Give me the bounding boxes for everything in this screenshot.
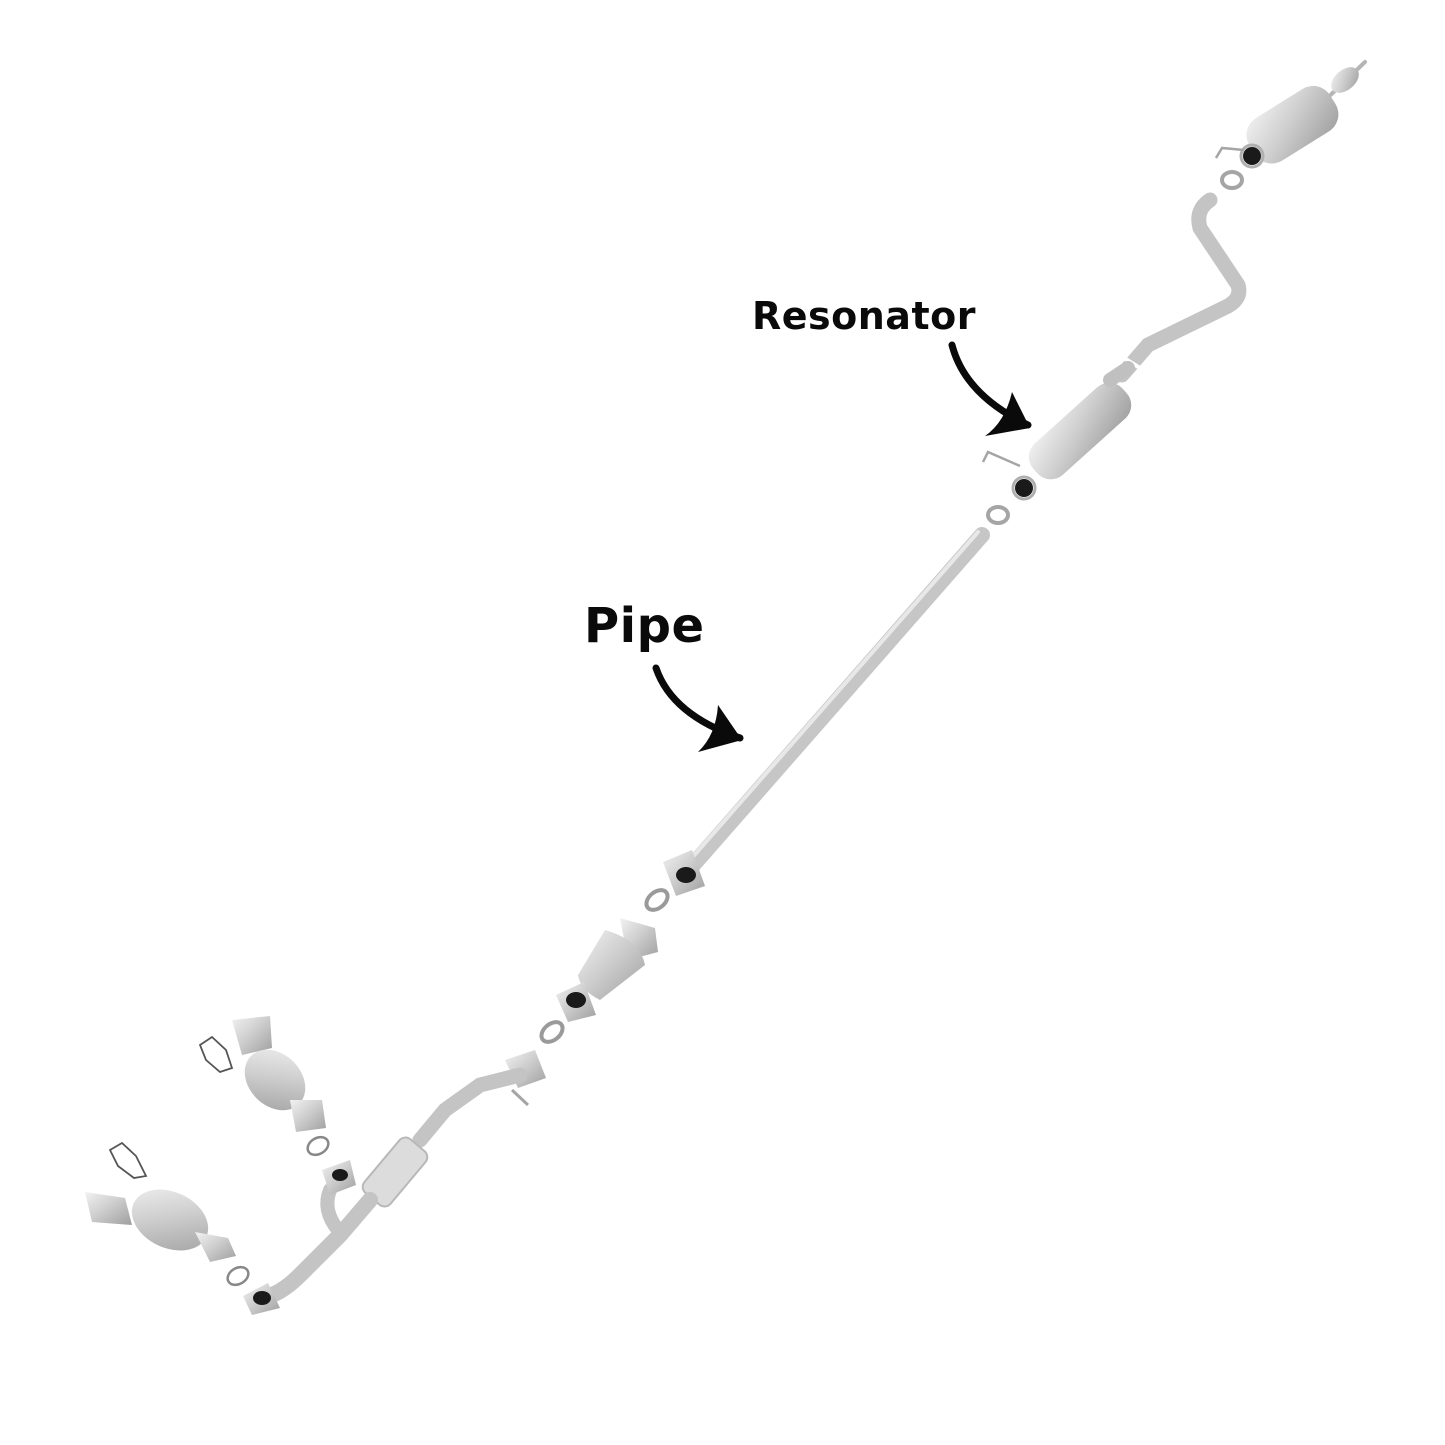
rear-bent-pipe xyxy=(1114,192,1247,383)
catalytic-converter xyxy=(556,918,658,1022)
flange-gasket-upper xyxy=(644,888,670,912)
pipe-arrow xyxy=(652,664,744,752)
resonator-arrow xyxy=(948,341,1032,436)
manifold-converter-front xyxy=(85,1189,236,1262)
manifold-converter-rear xyxy=(232,1016,326,1132)
manifold-gasket-rear xyxy=(198,1035,234,1074)
o-ring-front xyxy=(226,1265,250,1287)
muffler xyxy=(1214,60,1367,169)
tailpipe-clamp xyxy=(1220,170,1244,190)
manifold-gasket-front xyxy=(108,1141,148,1179)
resonator-label: Resonator xyxy=(752,294,976,338)
resonator xyxy=(981,361,1135,501)
resonator-clamp xyxy=(986,505,1010,525)
o-ring-rear xyxy=(306,1135,330,1157)
flange-gasket-lower xyxy=(539,1020,565,1044)
intermediate-pipe xyxy=(663,527,990,896)
pipe-label: Pipe xyxy=(584,598,705,654)
front-y-pipe-with-flex xyxy=(243,1050,546,1315)
